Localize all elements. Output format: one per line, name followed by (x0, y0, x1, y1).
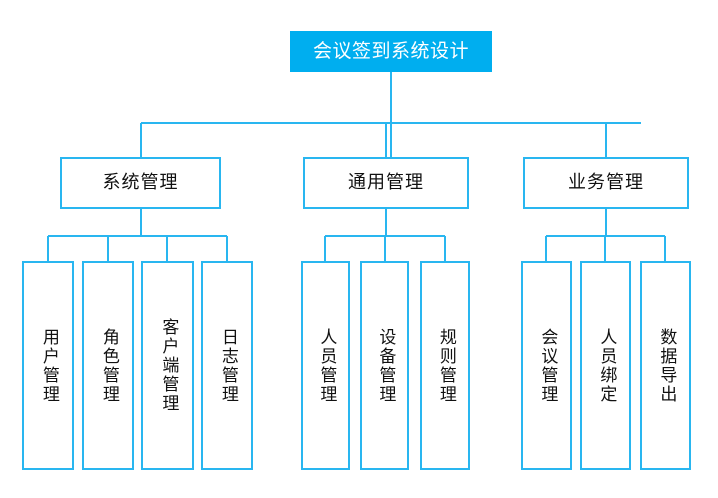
leaf-label: 日志管理 (217, 327, 238, 404)
leaf-node-data-export[interactable]: 数据导出 (640, 261, 691, 470)
leaf-node-client-management[interactable]: 客户端管理 (141, 261, 194, 470)
leaf-label: 规则管理 (435, 327, 456, 404)
leaf-label: 设备管理 (375, 327, 396, 404)
leaf-label: 用户管理 (38, 327, 59, 404)
leaf-label: 人员绑定 (596, 327, 617, 404)
leaf-node-rule-management[interactable]: 规则管理 (420, 261, 470, 470)
leaf-label: 客户端管理 (158, 318, 179, 413)
leaf-node-meeting-management[interactable]: 会议管理 (521, 261, 572, 470)
leaf-node-log-management[interactable]: 日志管理 (201, 261, 253, 470)
leaf-label: 数据导出 (656, 327, 677, 404)
branch-node-business-management[interactable]: 业务管理 (523, 157, 689, 209)
leaf-label: 会议管理 (537, 327, 558, 404)
leaf-label: 人员管理 (316, 327, 337, 404)
branch-node-system-management[interactable]: 系统管理 (60, 157, 221, 209)
leaf-node-device-management[interactable]: 设备管理 (360, 261, 409, 470)
leaf-label: 角色管理 (98, 327, 119, 404)
leaf-node-role-management[interactable]: 角色管理 (82, 261, 134, 470)
root-node-title[interactable]: 会议签到系统设计 (290, 31, 492, 72)
leaf-node-user-management[interactable]: 用户管理 (22, 261, 74, 470)
leaf-node-personnel-binding[interactable]: 人员绑定 (580, 261, 631, 470)
leaf-node-personnel-management[interactable]: 人员管理 (301, 261, 350, 470)
branch-node-general-management[interactable]: 通用管理 (303, 157, 469, 209)
